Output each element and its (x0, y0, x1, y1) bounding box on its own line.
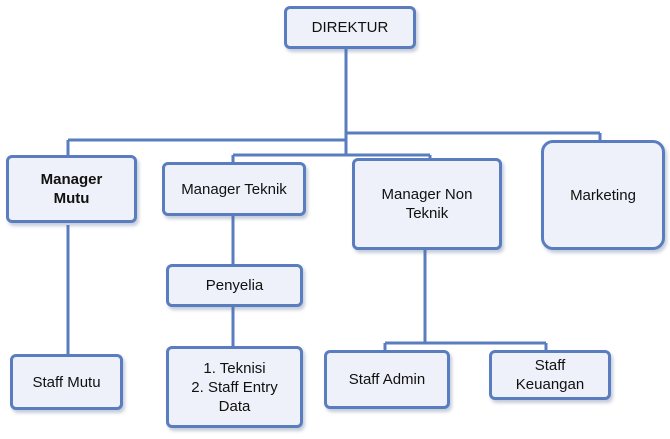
node-staff-admin: Staff Admin (324, 350, 450, 409)
node-manager-teknik-label: Manager Teknik (181, 180, 287, 198)
node-manager-teknik: Manager Teknik (162, 162, 306, 216)
node-teknisi-list-line-3: Data (218, 397, 251, 415)
node-manager-non-teknik-line-2: Teknik (405, 205, 449, 222)
node-penyelia-label: Penyelia (205, 277, 264, 294)
node-teknisi-list: 1. Teknisi 2. Staff Entry Data (166, 346, 303, 428)
node-staff-keuangan: Staff Keuangan (489, 350, 611, 400)
node-direktur-label: DIREKTUR (311, 19, 389, 36)
node-staff-admin-label: Staff Admin (348, 371, 426, 388)
node-manager-non-teknik: Manager Non Teknik (352, 158, 502, 250)
node-teknisi-list-line-1: 1. Teknisi (203, 359, 266, 377)
node-penyelia: Penyelia (166, 264, 303, 307)
node-staff-mutu: Staff Mutu (10, 354, 123, 410)
node-staff-keuangan-line-2: Keuangan (515, 376, 585, 393)
node-marketing: Marketing (541, 140, 665, 250)
node-direktur: DIREKTUR (284, 6, 416, 49)
node-staff-keuangan-line-1: Staff (534, 357, 566, 374)
node-marketing-label: Marketing (570, 186, 636, 204)
node-staff-mutu-label: Staff Mutu (32, 373, 101, 391)
node-manager-non-teknik-line-1: Manager Non (381, 186, 473, 203)
node-manager-mutu: Manager Mutu (6, 155, 137, 223)
node-manager-mutu-line-2: Mutu (53, 190, 90, 207)
node-teknisi-list-line-2: 2. Staff Entry (191, 378, 278, 396)
node-manager-mutu-line-1: Manager (40, 171, 103, 188)
